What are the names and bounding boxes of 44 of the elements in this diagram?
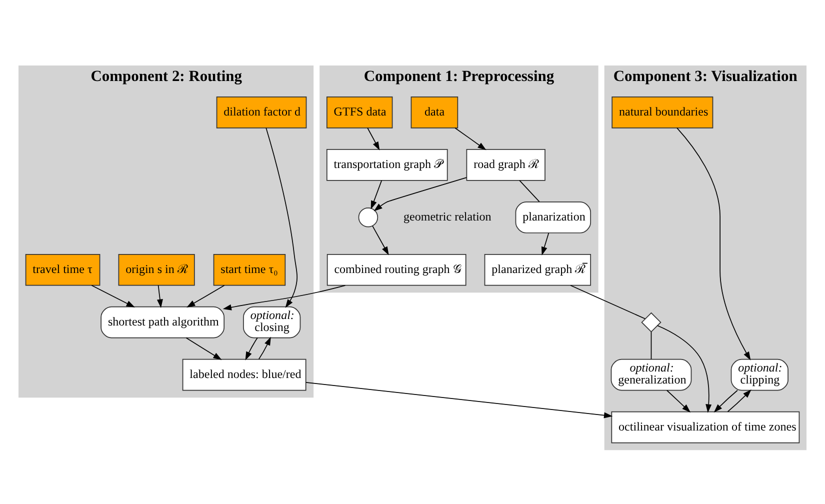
- arrow: [541, 232, 550, 256]
- arrow: [186, 337, 222, 360]
- node-box: octilinear visualization of time zones: [611, 411, 800, 444]
- node-circle: [358, 208, 378, 228]
- arrow: [370, 180, 382, 210]
- node-diamond: [641, 312, 662, 332]
- node-box: start time τ₀: [213, 254, 286, 286]
- arrow: [266, 128, 298, 308]
- arrow: [258, 336, 271, 360]
- arrow: [454, 128, 486, 150]
- node-box: natural boundaries: [612, 96, 714, 128]
- arrow: [657, 325, 712, 413]
- node-box: optional: closing: [243, 306, 301, 338]
- node-box: travel time τ: [25, 254, 100, 286]
- node-box: origin s in ℛ: [118, 254, 195, 286]
- arrow: [306, 382, 613, 418]
- arrow: [222, 285, 346, 310]
- arrow: [666, 390, 691, 413]
- node-label: geometric relation: [403, 210, 492, 224]
- arrow: [186, 285, 225, 308]
- arrow: [727, 389, 752, 412]
- arrow: [372, 226, 389, 256]
- arrow: [676, 128, 751, 360]
- arrow: [91, 285, 135, 308]
- connector: [650, 331, 652, 360]
- node-box: planarization: [515, 201, 592, 234]
- arrow: [156, 285, 163, 308]
- connector: [570, 285, 646, 320]
- node-box: GTFS data: [326, 96, 393, 128]
- connector: [519, 180, 540, 202]
- node-box: dilation factor d: [216, 96, 307, 128]
- arrow: [714, 390, 738, 413]
- node-box: road graph ℛ: [466, 149, 546, 181]
- node-box: shortest path algorithm: [100, 306, 225, 338]
- node-box: labeled nodes: blue/red: [182, 358, 306, 391]
- arrow: [245, 337, 258, 360]
- node-box: optional: clipping: [730, 358, 788, 391]
- arrow: [374, 177, 467, 212]
- node-box: transportation graph 𝒫: [326, 149, 448, 181]
- node-box: optional: generalization: [610, 358, 692, 391]
- node-box: data: [410, 96, 458, 128]
- node-box: planarized graph ℛ̅: [484, 254, 592, 286]
- node-box: combined routing graph 𝒢: [326, 254, 466, 286]
- arrow: [367, 128, 380, 150]
